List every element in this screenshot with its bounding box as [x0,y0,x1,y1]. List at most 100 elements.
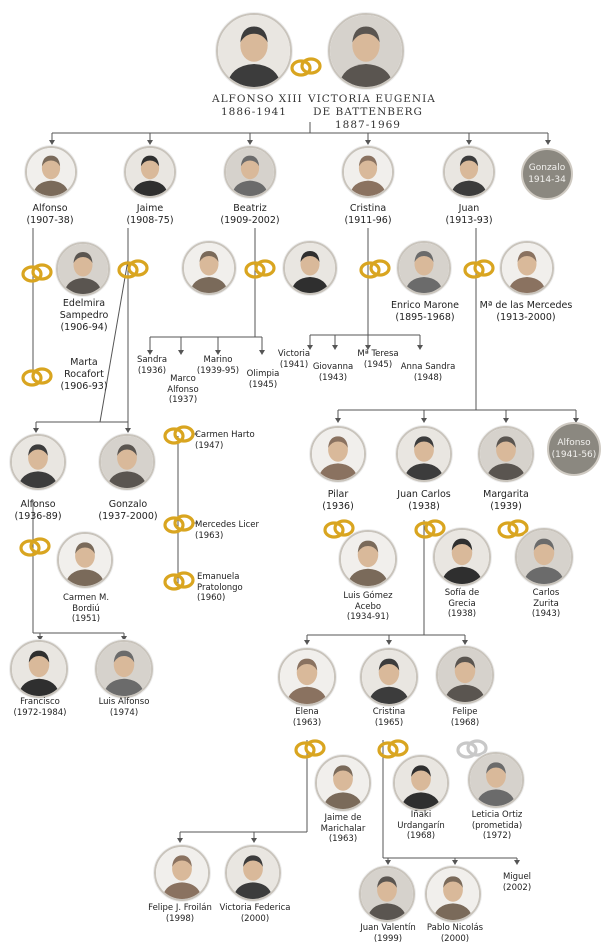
portrait-juan-1913 [443,146,495,198]
portrait-pilar [310,426,366,482]
arrowhead [332,345,338,350]
founder-wife-name-line2: DE BATTENBERG [313,106,423,118]
name: Enrico Marone [390,300,460,311]
wedding-rings-icon [18,536,52,562]
portrait-victoria-federica [225,845,281,901]
line1: Marta [70,357,98,368]
label-francisco: Francisco (1972-1984) [14,697,67,718]
label-victoria-federica: Victoria Federica (2000) [220,903,291,924]
years: (1913-93) [445,215,493,226]
label-margarita: Margarita (1939) [483,489,529,513]
arrowhead [147,140,153,145]
name: Francisco [20,697,60,707]
years: (1968) [406,831,436,841]
arrowhead [121,636,127,641]
name: Alfonso [32,203,68,214]
line2: Sampedro [59,310,109,321]
line1: Iñaki [410,810,432,820]
line2: Grecia [448,598,476,609]
name: Anna Sandra [400,362,456,372]
years: (1945) [248,379,278,390]
label-carmen-bordiu: Carmen M. Bordiú (1951) [63,593,109,625]
wedding-rings-icon [20,366,54,392]
wedding-rings-icon [162,424,196,450]
name: Luis Alfonso [98,697,150,707]
label-elena: Elena (1963) [293,707,321,728]
wedding-rings-icon [413,518,447,544]
wedding-rings-icon [322,518,356,544]
name: Carmen Harto [195,430,255,440]
label-marta: Marta Rocafort (1906-93) [60,357,107,393]
years: (1939-95) [196,365,240,376]
years: (1945) [363,359,393,370]
arrowhead [421,418,427,423]
label-anna-sandra: Anna Sandra (1948) [401,362,456,383]
years: (1943) [318,372,348,383]
name: Mercedes Licer [195,520,260,530]
label-juan-valentin: Juan Valentín (1999) [360,923,416,944]
years: (1963) [195,530,224,541]
arrowhead [335,418,341,423]
label-jaime-marichalar: Jaime de Marichalar (1963) [321,813,366,845]
years: (1974) [109,707,139,718]
wedding-rings-icon [289,56,323,82]
portrait-carlos-zurita [515,528,573,586]
portrait-juan-valentin [359,866,415,922]
portrait-alfonso-1907 [25,146,77,198]
label-giovanna: Giovanna (1943) [313,362,353,383]
arrowhead [125,428,131,433]
line1: Carmen M. [62,593,110,603]
years: (1936-89) [14,511,62,522]
name: Beatriz [233,203,267,214]
portrait-gonzalo-1937 [99,434,155,490]
label-carlos-zurita: Carlos Zurita (1943) [532,588,560,620]
line2: Zurita [533,598,559,609]
label-mercedes-licer: Mercedes Licer (1963) [195,520,259,541]
line2: Pratolongo [197,582,243,593]
years: (1938) [447,609,477,619]
wedding-rings-icon [116,258,150,284]
label-emanuela: Emanuela Pratolongo (1960) [197,572,243,604]
label-sandra: Sandra (1936) [137,355,167,376]
label-jaime-1908: Jaime (1908-75) [126,203,173,227]
name: Juan Carlos [397,489,451,500]
arrowhead [147,350,153,355]
portrait-elena [278,648,336,706]
name: Felipe [452,707,478,717]
label-inaki: Iñaki Urdangarín (1968) [397,810,444,842]
label-felipe-froilan: Felipe J. Froilán (1998) [148,903,212,924]
years: (1965) [374,717,404,728]
wedding-rings-icon [462,258,496,284]
portrait-beatriz-spouse [283,241,337,295]
line2: Marichalar [320,823,366,834]
line2: (prometida) [471,820,523,831]
arrowhead [178,350,184,355]
line2: Urdangarín [397,820,445,831]
name: Jaime [136,203,164,214]
label-juan-carlos: Juan Carlos (1938) [397,489,450,513]
portrait-luis-alfonso [95,640,153,698]
years: (1968) [450,717,480,728]
years: (1943) [531,609,561,619]
label-edelmira: Edelmira Sampedro (1906-94) [60,298,109,334]
years: (1960) [197,593,226,603]
portrait-felipe-froilan [154,845,210,901]
years: (1913-2000) [496,312,556,323]
years: (1895-1968) [395,312,455,323]
label-juan-1913: Juan (1913-93) [445,203,492,227]
wedding-rings-icon [293,738,327,764]
line1: Sofía de [444,588,480,598]
arrowhead [573,418,579,423]
years: (1936) [137,365,167,376]
arrowhead [251,838,257,843]
years: (1951) [71,614,101,624]
label-cristina-1911: Cristina (1911-96) [344,203,391,227]
portrait-alfonso-1936 [10,434,66,490]
portrait-enrico-marone [397,241,451,295]
portrait-leticia [468,752,524,808]
portrait-mercedes [500,241,554,295]
name: Pilar [327,489,349,500]
label-victoria-1941: Victoria (1941) [278,349,310,370]
